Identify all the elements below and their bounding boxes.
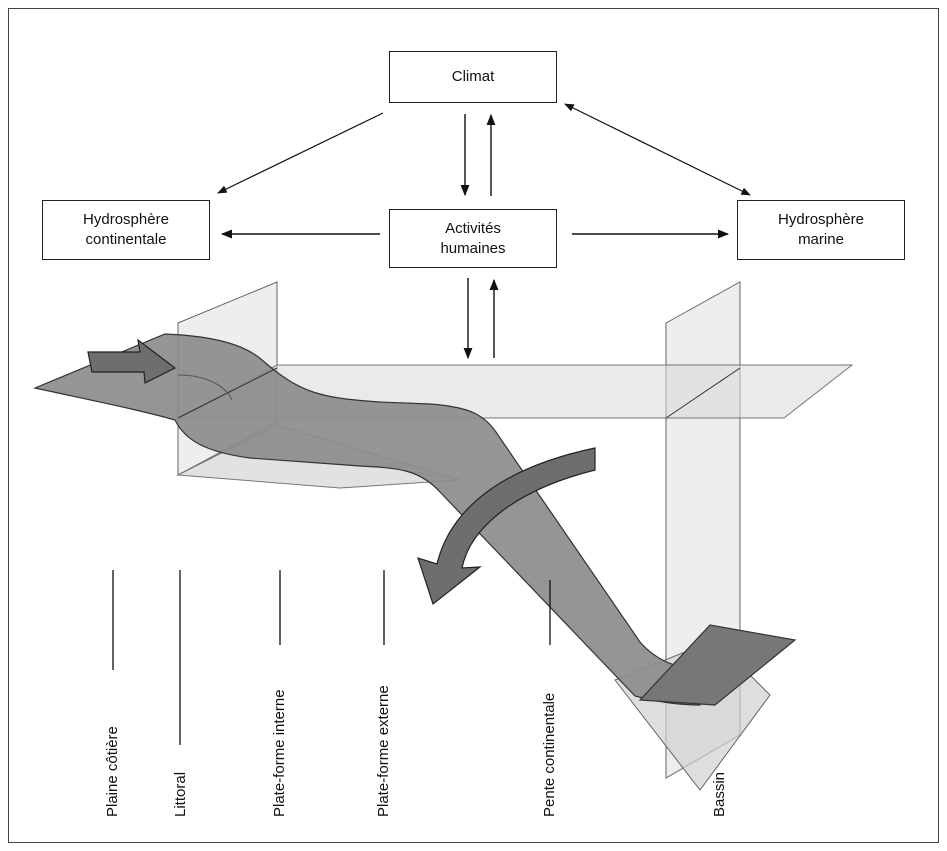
box-hydrosphere-continentale: Hydrosphère continentale	[42, 200, 210, 260]
zone-label-bassin: Bassin	[711, 771, 728, 817]
arrow-climate-to-continental	[217, 112, 384, 194]
zone-label-pente-continentale: Pente continentale	[541, 692, 558, 817]
zone-label-littoral: Littoral	[172, 771, 189, 817]
curve-hint	[177, 374, 233, 401]
box-activites-humaines: Activités humaines	[389, 209, 557, 268]
box-hydrosphere-marine: Hydrosphère marine	[737, 200, 905, 260]
curved-sediment-arrow	[417, 447, 596, 606]
input-flow-arrow	[87, 338, 177, 384]
zone-label-plateforme-interne: Plate-forme interne	[271, 689, 288, 817]
figure-frame	[8, 8, 939, 843]
box-climat: Climat	[389, 51, 557, 103]
basin-edge-line	[665, 367, 741, 419]
basin-floor-band	[638, 624, 797, 706]
arrow-climate-marine-bidirectional	[564, 103, 751, 196]
zone-label-plateforme-externe: Plate-forme externe	[375, 685, 392, 817]
zone-label-plaine-cotiere: Plaine côtière	[104, 726, 121, 817]
